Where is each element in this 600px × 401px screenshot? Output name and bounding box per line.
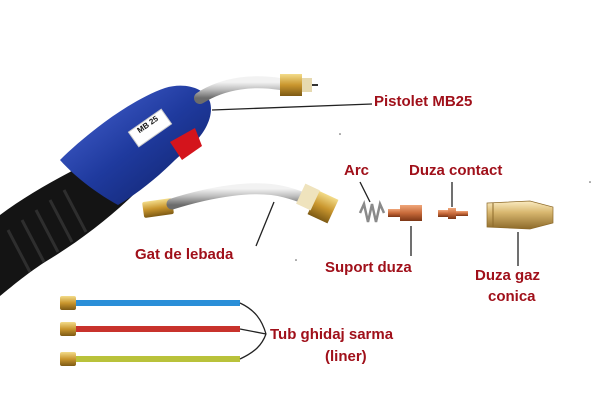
swan-neck-part xyxy=(142,183,339,224)
torch-neck-tip xyxy=(280,74,302,96)
leader-lines xyxy=(211,103,519,360)
label-duza-contact: Duza contact xyxy=(409,162,503,179)
label-gat: Gat de lebada xyxy=(135,246,234,263)
leader-pistolet xyxy=(211,103,373,111)
label-duza-gaz-line1: Duza gaz xyxy=(475,267,541,284)
contact-tip-part xyxy=(438,208,468,219)
torch-trigger xyxy=(170,128,202,160)
leader-arc xyxy=(359,181,371,203)
label-tub-line1: Tub ghidaj sarma xyxy=(270,326,394,343)
torch-cable-ribs xyxy=(6,189,88,273)
handle-badge xyxy=(127,108,173,148)
leader-gat xyxy=(255,201,275,247)
gas-nozzle-part xyxy=(486,200,554,230)
nozzle-holder-part xyxy=(388,205,422,221)
label-pistolet: Pistolet MB25 xyxy=(374,93,473,110)
torch-handle xyxy=(60,85,211,205)
leader-liner-blue xyxy=(239,302,267,335)
liner-blue xyxy=(60,296,240,310)
torch-neck xyxy=(194,76,286,104)
stray-dot-2 xyxy=(295,259,297,261)
stray-dot-3 xyxy=(589,181,591,183)
welding-torch xyxy=(0,74,318,296)
label-tub-line2: (liner) xyxy=(325,348,367,365)
liner-yellow xyxy=(60,352,240,366)
leader-liner-red xyxy=(239,328,267,335)
label-duza-gaz-line2: conica xyxy=(488,288,536,305)
liner-red xyxy=(60,322,240,336)
spring-part xyxy=(358,200,386,223)
leader-liner-yellow xyxy=(239,333,267,360)
torch-tip-insulator xyxy=(302,78,312,92)
stray-dot-1 xyxy=(339,133,341,135)
label-arc: Arc xyxy=(344,162,370,179)
label-suport: Suport duza xyxy=(325,259,412,276)
